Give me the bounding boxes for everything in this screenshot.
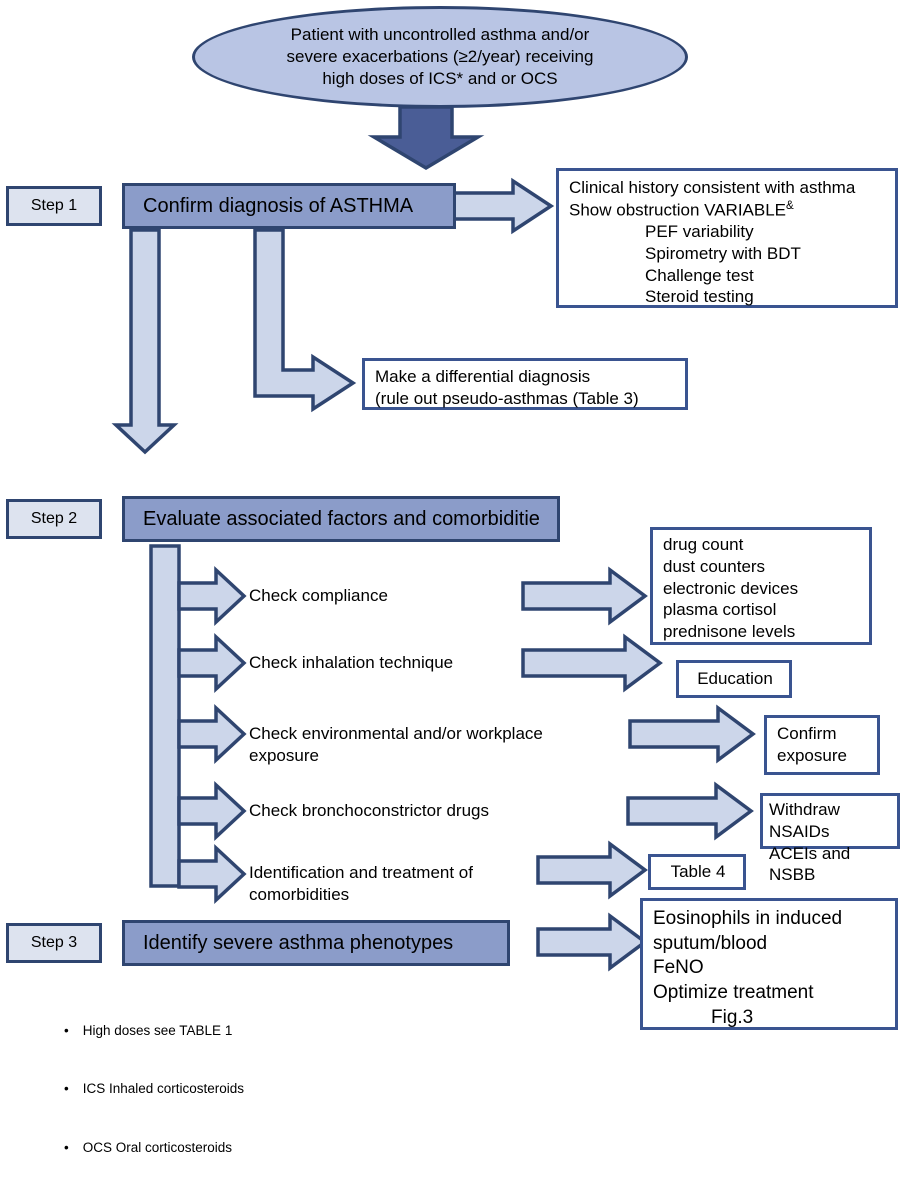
step-3-label: Step 3 bbox=[6, 923, 102, 963]
action-label-inhalation: Check inhalation technique bbox=[249, 653, 454, 672]
comorbidities-table-text: Table 4 bbox=[670, 862, 726, 882]
arrow-branch-bronchoconstrictor bbox=[177, 780, 247, 842]
compliance-result-0: drug count bbox=[663, 535, 744, 554]
footnote-bullet-0: High doses see TABLE 1 bbox=[64, 1021, 624, 1040]
education-box-text: Education bbox=[697, 669, 773, 689]
step-3-banner-text: Identify severe asthma phenotypes bbox=[143, 931, 454, 954]
arrow-branch-compliance bbox=[177, 565, 247, 627]
step-2-label-text: Step 2 bbox=[30, 510, 78, 527]
arrow-branch-environmental bbox=[177, 703, 247, 765]
comorbidities-table-box: Table 4 bbox=[648, 854, 746, 890]
diagnosis-item-1: Spirometry with BDT bbox=[645, 243, 801, 263]
diagnosis-line-2-text: Show obstruction VARIABLE bbox=[569, 200, 787, 220]
diagnosis-item-2: Challenge test bbox=[645, 265, 754, 285]
arrow-compliance-to-results bbox=[521, 566, 648, 626]
withdraw-drugs-line-1: Withdraw NSAIDs bbox=[769, 800, 840, 841]
diagnosis-item-0: PEF variability bbox=[645, 222, 754, 242]
compliance-results-box: drug count dust counters electronic devi… bbox=[650, 527, 872, 645]
action-label-comorbidities: Identification and treatment of comorbid… bbox=[249, 863, 473, 905]
phenotype-line-2: sputum/blood bbox=[653, 932, 768, 954]
phenotype-line-4: Optimize treatment bbox=[653, 982, 814, 1004]
compliance-result-2: electronic devices bbox=[663, 578, 799, 598]
footnote-line-0: & PEF variability (highest value – lowes… bbox=[64, 1196, 624, 1200]
step-1-label: Step 1 bbox=[6, 186, 102, 226]
start-line-1: Patient with uncontrolled asthma and/or bbox=[290, 24, 590, 44]
action-label-compliance: Check compliance bbox=[249, 586, 388, 605]
differential-diagnosis-box: Make a differential diagnosis (rule out … bbox=[362, 358, 688, 410]
diagnosis-criteria-box: Clinical history consistent with asthma … bbox=[556, 168, 898, 308]
education-box: Education bbox=[676, 660, 792, 698]
withdraw-drugs-box: Withdraw NSAIDs ACEIs and NSBB bbox=[760, 793, 900, 884]
differential-line-1: Make a differential diagnosis bbox=[375, 367, 591, 386]
arrow-inhalation-to-education bbox=[521, 633, 663, 693]
confirm-exposure-line-1: Confirm bbox=[777, 724, 837, 743]
footnote-bullet-1: ICS Inhaled corticosteroids bbox=[64, 1079, 624, 1098]
arrow-step3-to-phenotypes bbox=[536, 912, 648, 972]
phenotype-line-3: FeNO bbox=[653, 957, 704, 979]
compliance-result-1: dust counters bbox=[663, 556, 766, 576]
arrow-branch-comorbidities bbox=[177, 843, 247, 905]
diagnosis-line-2: Show obstruction VARIABLE& bbox=[569, 199, 887, 221]
confirm-exposure-line-2: exposure bbox=[777, 745, 847, 765]
action-label-environmental: Check environmental and/or workplace exp… bbox=[249, 724, 543, 766]
phenotype-box: Eosinophils in induced sputum/blood FeNO… bbox=[640, 898, 898, 1030]
arrow-branch-inhalation bbox=[177, 632, 247, 694]
differential-line-2: (rule out pseudo-asthmas (Table 3) bbox=[375, 388, 639, 408]
step-3-banner: Identify severe asthma phenotypes bbox=[122, 920, 510, 966]
step-2-banner: Evaluate associated factors and comorbid… bbox=[122, 496, 560, 542]
arrow-step1-to-diagnosis bbox=[450, 177, 555, 235]
start-line-3: high doses of ICS* and or OCS bbox=[322, 69, 558, 89]
footnote-bullet-2: OCS Oral corticosteroids bbox=[64, 1138, 624, 1157]
step-2-banner-text: Evaluate associated factors and comorbid… bbox=[143, 507, 540, 530]
step-1-label-text: Step 1 bbox=[30, 197, 78, 214]
arrow-step1-to-differential bbox=[253, 228, 357, 413]
action-label-bronchoconstrictor: Check bronchoconstrictor drugs bbox=[249, 801, 490, 820]
confirm-exposure-box: Confirm exposure bbox=[764, 715, 880, 775]
diagnosis-item-3: Steroid testing bbox=[645, 287, 754, 307]
phenotype-line-1: Eosinophils in induced bbox=[653, 908, 843, 929]
arrow-environmental-to-confirm bbox=[628, 704, 756, 764]
step-2-label: Step 2 bbox=[6, 499, 102, 539]
compliance-result-4: prednisone levels bbox=[663, 622, 796, 641]
diagnosis-footnote-marker: & bbox=[786, 199, 794, 212]
diagnosis-line-1: Clinical history consistent with asthma bbox=[569, 178, 856, 197]
arrow-drugs-to-withdraw bbox=[626, 781, 754, 841]
arrow-step1-to-step2 bbox=[111, 228, 179, 455]
step-1-banner: Confirm diagnosis of ASTHMA bbox=[122, 183, 456, 229]
start-line-2: severe exacerbations (≥2/year) receiving bbox=[286, 46, 594, 66]
step-3-label-text: Step 3 bbox=[30, 934, 78, 951]
arrow-comorbidities-to-table4 bbox=[536, 840, 648, 900]
compliance-result-3: plasma cortisol bbox=[663, 600, 777, 620]
start-ellipse: Patient with uncontrolled asthma and/or … bbox=[192, 6, 688, 108]
withdraw-drugs-line-2: ACEIs and NSBB bbox=[769, 843, 851, 885]
arrow-start-to-step1 bbox=[367, 105, 485, 171]
phenotype-line-5: Fig.3 bbox=[711, 1006, 754, 1028]
arrow-step2-trunk bbox=[149, 544, 181, 888]
step-1-banner-text: Confirm diagnosis of ASTHMA bbox=[143, 194, 414, 217]
footnote-block: High doses see TABLE 1 ICS Inhaled corti… bbox=[64, 982, 624, 1200]
